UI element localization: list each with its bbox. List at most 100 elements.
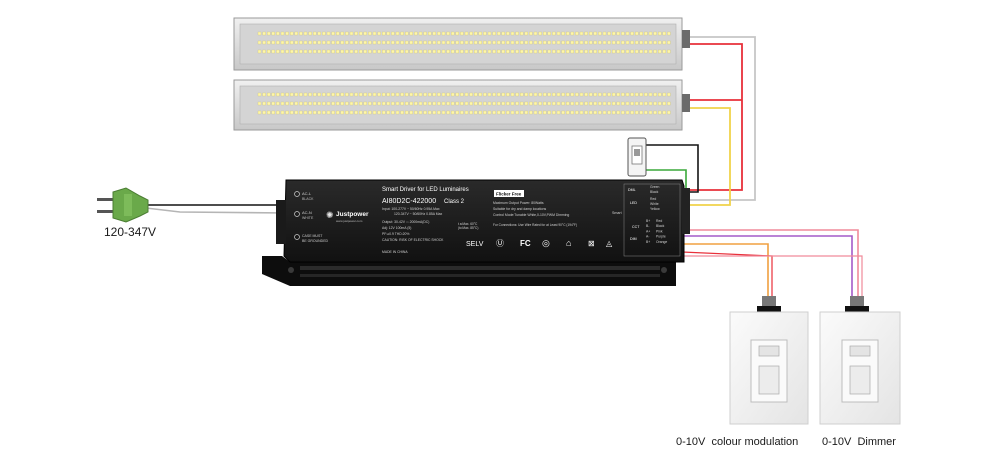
led-chip [428,40,432,45]
led-chip [464,40,469,45]
led-chip [336,49,340,54]
led-chip [635,49,639,54]
led-chip [510,40,515,45]
led-chip [349,101,354,106]
led-chip [497,49,501,54]
led-chip [570,92,574,97]
dimmer-0-10v[interactable] [819,296,901,425]
tc-spec: (tc:Max. 85°C) [458,226,478,230]
led-chip [478,101,482,106]
led-chip [506,101,510,106]
led-chip [423,49,427,54]
led-chip [317,110,321,115]
led-wire-yellow-label: Yellow [650,207,660,211]
led-chip [524,40,528,45]
led-chip [648,92,653,97]
led-chip [538,40,542,45]
led-chip [630,101,634,106]
led-chip [437,110,441,115]
led-chip [552,49,556,54]
wires [145,36,863,300]
dim-wire-purple [682,235,853,300]
led-chip [271,110,275,115]
led-chip [625,92,630,97]
led-chip [589,101,593,106]
led-chip [317,40,321,45]
led-chip [561,31,565,36]
led-chip [299,49,303,54]
led-chip [391,31,395,36]
led-chip [460,110,464,115]
thermal-mark-icon: ◬ [606,239,613,248]
dml-switch[interactable] [627,137,647,177]
led-chip [409,101,413,106]
led-chip [506,40,510,45]
led-chip [547,40,551,45]
dimmer-2-slider[interactable] [849,345,871,357]
led-chip [349,92,354,97]
wire-spec: For Connections: Use Wire Rated for at L… [493,223,577,227]
led-chip [566,110,570,115]
led-panel-top [233,17,690,71]
led-chip [280,110,285,115]
led-chip [257,49,262,54]
led-chip [552,92,556,97]
led-chip [552,101,556,106]
led-chip [635,110,639,115]
led-chip [635,40,639,45]
led-chip [257,40,262,45]
made-in: MADE IN CHINA [382,250,408,254]
led-chip [575,31,579,36]
driver-model: AI80D2C-422000 [382,198,436,205]
led-chip [276,110,280,115]
led-chip [533,110,538,115]
led-chip [658,40,662,45]
led-chip [556,101,561,106]
led-chip [382,40,386,45]
led-chip [658,101,662,106]
brand-url: www.justpower.com [336,219,363,223]
dimmer-colour-modulation[interactable] [729,296,809,425]
led-chip [391,40,395,45]
led-chip [395,101,400,106]
led-chip [377,40,381,45]
led-chip [474,31,478,36]
led-chip [405,92,409,97]
led-chip [285,101,289,106]
led-chip [340,101,344,106]
led-chip [639,101,643,106]
led-chip [345,92,349,97]
dimmer-1-slider[interactable] [758,345,780,357]
led-chip [446,92,450,97]
led-chip [386,110,390,115]
led-chip [441,49,446,54]
led-chip [400,110,404,115]
led-chip [460,49,464,54]
led-chip [451,92,455,97]
led-chip [377,101,381,106]
led-chip [326,40,331,45]
led-chip [405,49,409,54]
led-chip [414,40,418,45]
dimmer-1-rocker[interactable] [758,365,780,395]
led-chip [653,40,657,45]
led-chip [455,40,459,45]
led-chip [524,92,528,97]
led-chip [621,40,625,45]
led-chip [630,40,634,45]
led-chip [345,101,349,106]
home-mark-icon: ⌂ [566,238,571,248]
led-chip [405,31,409,36]
dimmer-2-rocker[interactable] [849,365,871,395]
led-chip [529,101,533,106]
led-chip [648,101,653,106]
led-chip [543,49,547,54]
led-chip [625,101,630,106]
led-chip [308,31,312,36]
led-chip [257,31,262,36]
plug-prong-top [97,198,115,201]
led-chip [474,101,478,106]
led-chip [432,31,436,36]
led-chip [345,40,349,45]
led-chip [382,101,386,106]
